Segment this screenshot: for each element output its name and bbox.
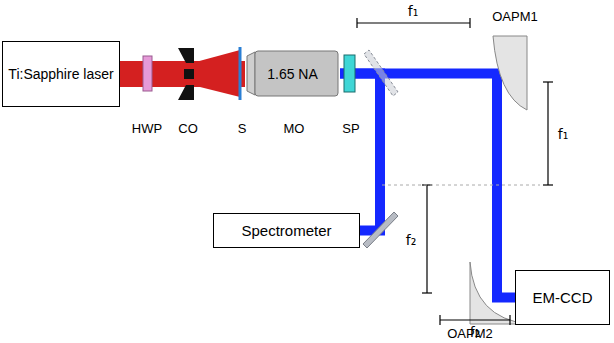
node-text: Ti:Sapphire laser <box>8 66 113 82</box>
laser-box: Ti:Sapphire laser <box>2 41 120 107</box>
spectrometer-box: Spectrometer <box>213 213 360 248</box>
flip-mirror <box>364 50 398 96</box>
red-cone <box>192 50 240 97</box>
sample-line <box>239 47 242 100</box>
objective-lens: 1.65 NA <box>245 50 340 97</box>
part-label: HWP <box>132 122 162 135</box>
mirror <box>363 212 398 248</box>
emission-beam <box>340 74 380 231</box>
node-text: Spectrometer <box>241 222 331 239</box>
half-wave-plate <box>143 56 152 91</box>
parabolic-mirror <box>493 36 527 110</box>
node-text: EM-CCD <box>533 289 593 306</box>
camera-box: EM-CCD <box>515 270 610 325</box>
node-text: 1.65 NA <box>267 66 318 82</box>
focal-length-label: f₁ <box>558 127 569 141</box>
part-label: CO <box>178 122 198 135</box>
part-label: S <box>238 122 247 135</box>
coronagraph-block <box>178 85 194 100</box>
part-label: OAPM1 <box>492 10 538 23</box>
focal-guide <box>382 185 540 186</box>
part-label: SP <box>342 122 359 135</box>
part-label: MO <box>284 122 305 135</box>
focal-length-label: f₁ <box>408 4 419 18</box>
coronagraph-stop <box>184 69 194 79</box>
emission-beam <box>340 74 515 298</box>
focal-length-label: f₂ <box>470 325 481 339</box>
coronagraph-block <box>178 48 194 63</box>
focal-length-label: f₂ <box>406 233 417 247</box>
short-pass-filter <box>344 55 355 92</box>
